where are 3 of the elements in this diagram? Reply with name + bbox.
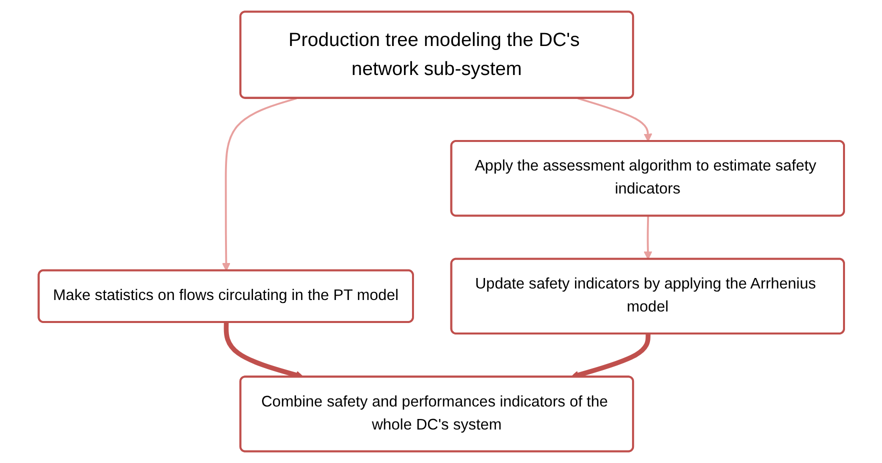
arrow	[643, 216, 652, 260]
arrow	[577, 97, 652, 142]
arrow	[222, 97, 297, 272]
